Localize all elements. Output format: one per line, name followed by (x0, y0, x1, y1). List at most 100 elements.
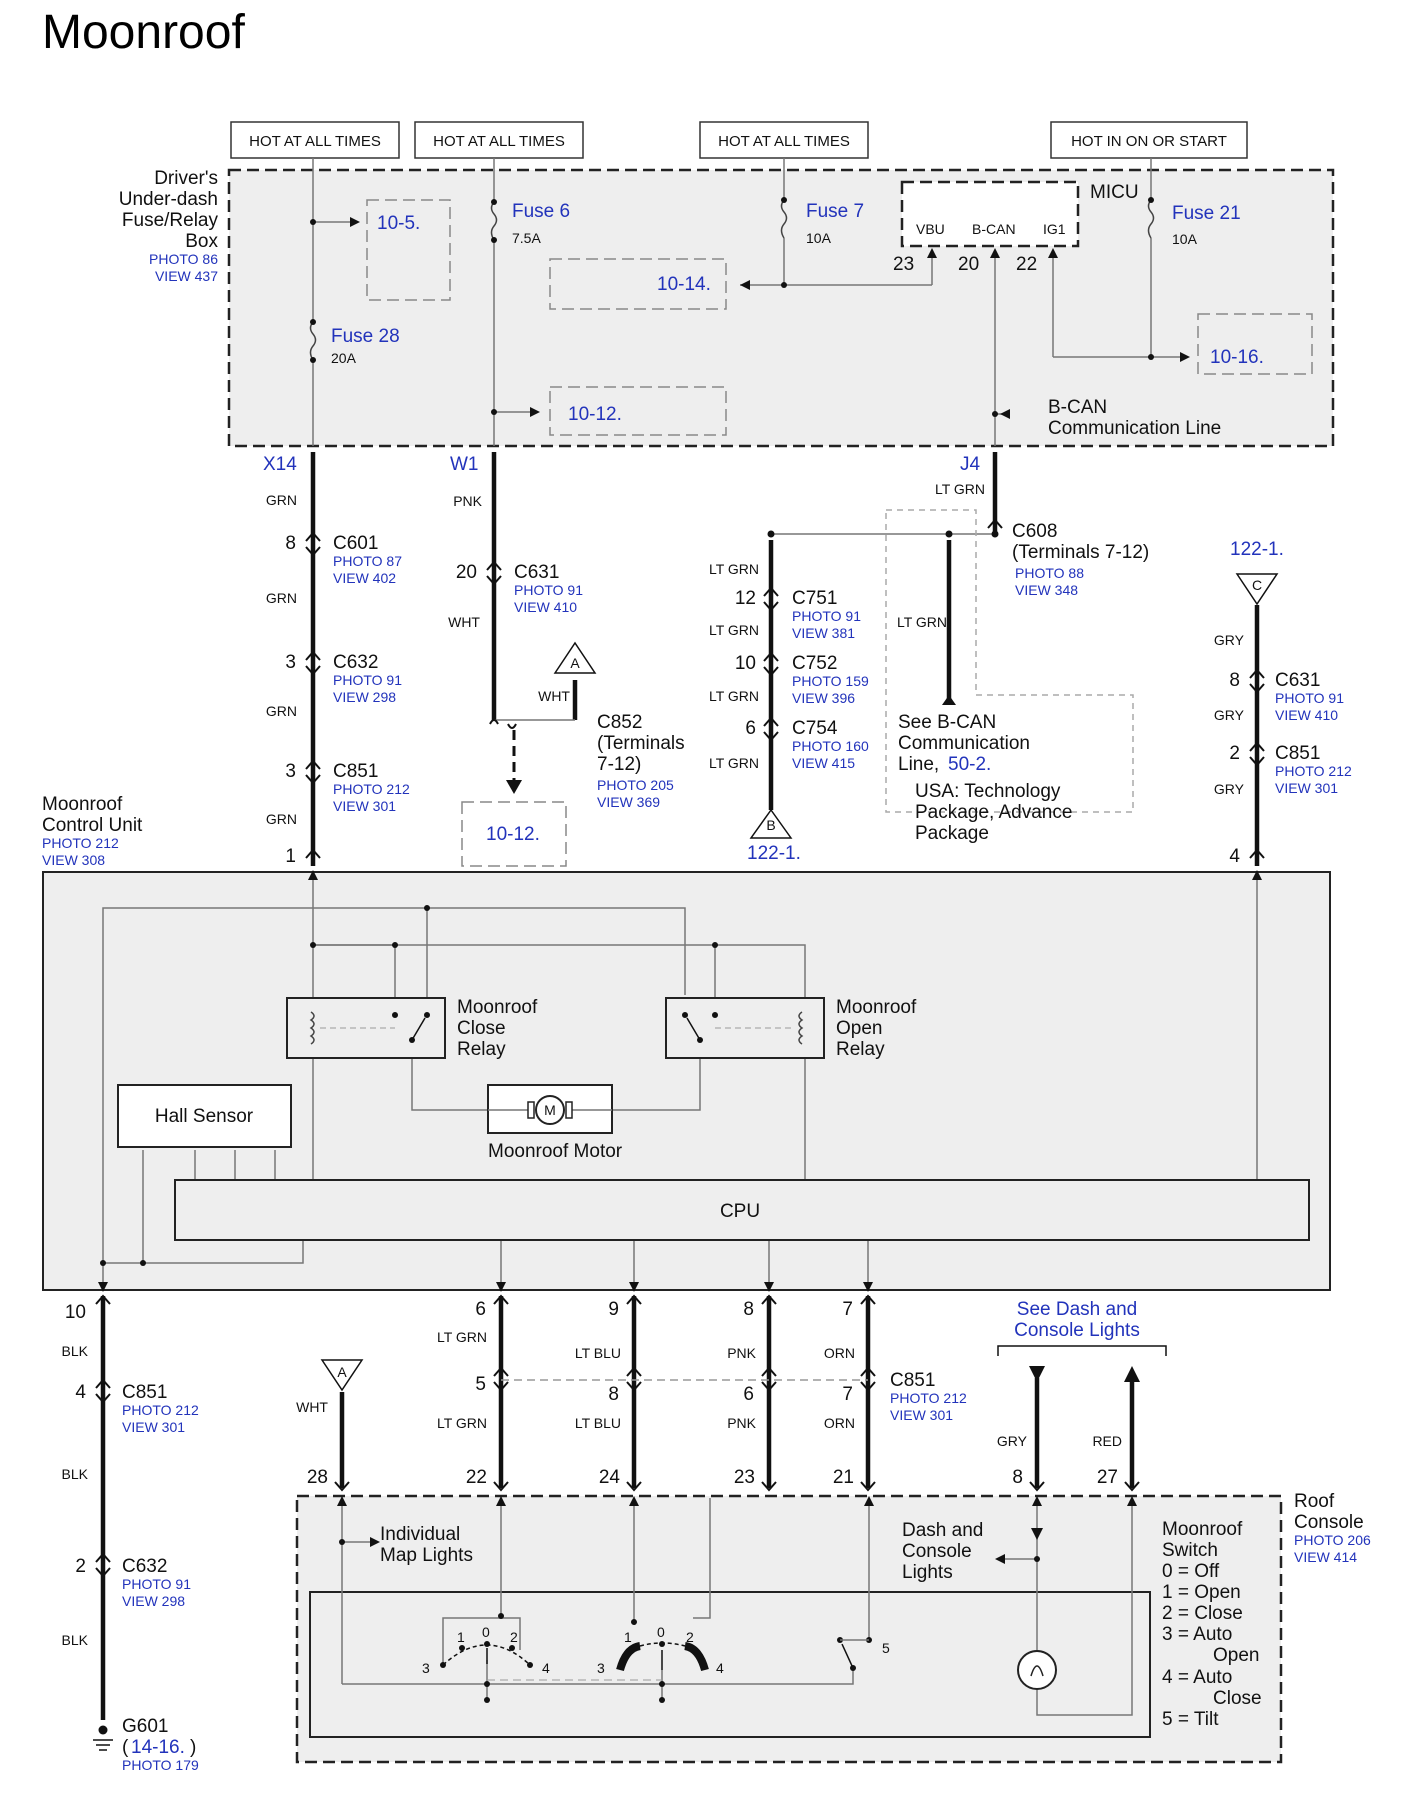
wire-orn-2: ORN (824, 1415, 855, 1431)
bcan-note-l3: Line, (898, 754, 939, 775)
g601-close: ) (190, 1737, 196, 1758)
micu-bcan: B-CAN (972, 221, 1016, 237)
hot-label-2: HOT AT ALL TIMES (433, 133, 565, 150)
terminal-x14: X14 (263, 454, 297, 475)
switch-pos-3b: Open (1213, 1645, 1259, 1666)
ref-122-1-b: 122-1. (747, 843, 801, 864)
roof-console-photo: PHOTO 206 (1294, 1532, 1371, 1548)
wire-ltblu-2: LT BLU (575, 1415, 621, 1431)
sw2-pos-0: 0 (657, 1624, 665, 1640)
c601-photo: PHOTO 87 (333, 553, 402, 569)
wire-wht-1: WHT (448, 614, 480, 630)
hot-label-3: HOT AT ALL TIMES (718, 133, 850, 150)
c751-view: VIEW 381 (792, 625, 855, 641)
ref-14-16: 14-16. (131, 1737, 185, 1758)
wire-ltgrn-a: LT GRN (709, 561, 759, 577)
dash-console-arrows: See Dash and Console Lights (997, 1299, 1167, 1382)
fusebox-arrows (310, 197, 1190, 419)
roof-console: Roof Console PHOTO 206 VIEW 414 Individu… (295, 1491, 1371, 1764)
c851d-name: C851 (890, 1370, 935, 1391)
bcan-line-label-1: B-CAN (1048, 397, 1107, 418)
c608-l2: (Terminals 7-12) (1012, 542, 1149, 563)
pin-8: 8 (743, 1299, 754, 1320)
g601-photo: PHOTO 179 (122, 1757, 199, 1773)
micu-vbu: VBU (916, 221, 945, 237)
c851a-photo: PHOTO 212 (333, 781, 410, 797)
sw3-pos-5: 5 (882, 1640, 890, 1656)
c851b-name: C851 (1275, 743, 1320, 764)
wire-ltgrn-bcan: LT GRN (897, 614, 947, 630)
map-lights-l1: Individual (380, 1524, 460, 1545)
cu-edge-arrows (98, 870, 1262, 1292)
triangle-a-top: A (570, 655, 580, 671)
c754-photo: PHOTO 160 (792, 738, 869, 754)
moonroof-control-unit: Moonroof Control Unit PHOTO 212 VIEW 308… (42, 794, 1331, 1291)
cu-photo: PHOTO 212 (42, 835, 119, 851)
bcan-usa-2: Package, Advance (915, 802, 1072, 823)
fuse-28-amp: 20A (331, 350, 357, 366)
c751-name: C751 (792, 588, 837, 609)
map-lights-l2: Map Lights (380, 1545, 473, 1566)
connector-labels-upper: 8 C601 PHOTO 87 VIEW 402 3 C632 PHOTO 91… (285, 521, 1352, 814)
wire-ltgrn-d: LT GRN (709, 755, 759, 771)
fusebox-view: VIEW 437 (155, 268, 218, 284)
c631b-photo: PHOTO 91 (1275, 690, 1344, 706)
fuse-relay-box: Driver's Under-dash Fuse/Relay Box PHOTO… (119, 168, 1335, 448)
c631b-name: C631 (1275, 670, 1320, 691)
wire-ltgrn-b2: LT GRN (437, 1415, 487, 1431)
roof-console-l1: Roof (1294, 1491, 1335, 1512)
pin-24: 24 (599, 1467, 621, 1488)
fusebox-name-2: Under-dash (119, 189, 218, 210)
fuse-symbols (309, 199, 1155, 361)
wire-ltblu-1: LT BLU (575, 1345, 621, 1361)
c752-photo: PHOTO 159 (792, 673, 869, 689)
sw1-pos-1: 1 (457, 1629, 465, 1645)
roof-console-view: VIEW 414 (1294, 1549, 1357, 1565)
thin-wires-upper (494, 533, 995, 721)
c632a-photo: PHOTO 91 (333, 672, 402, 688)
see-dash-l2: Console Lights (1014, 1320, 1140, 1341)
bcan-note-l1: See B-CAN (898, 712, 996, 733)
c851c-photo: PHOTO 212 (122, 1402, 199, 1418)
pin-10: 10 (65, 1302, 86, 1323)
sw1-pos-4: 4 (542, 1660, 550, 1676)
c851b-view: VIEW 301 (1275, 780, 1338, 796)
sw2-pos-4: 4 (716, 1660, 724, 1676)
switch-pos-4a: 4 = Auto (1162, 1667, 1232, 1688)
wire-gry-b: GRY (997, 1433, 1028, 1449)
supply-labels: HOT AT ALL TIMES HOT AT ALL TIMES HOT AT… (230, 121, 1248, 159)
c852-l2: (Terminals (597, 733, 685, 754)
terminal-w1: W1 (450, 454, 479, 475)
wire-pnk: PNK (453, 493, 482, 509)
fuse-6-amp: 7.5A (512, 230, 541, 246)
cu-pin-1: 1 (285, 846, 296, 867)
triangle-a-bottom-group: A (320, 1359, 364, 1392)
bcan-usa-1: USA: Technology (915, 781, 1061, 802)
pin-7: 7 (842, 1299, 853, 1320)
pin-7b: 7 (842, 1384, 853, 1405)
fusebox-name-3: Fuse/Relay (122, 210, 219, 231)
open-relay-l1: Moonroof (836, 997, 917, 1018)
wire-gry-1: GRY (1214, 632, 1245, 648)
triangle-a-bottom: A (337, 1364, 347, 1380)
moonroof-motor-label: Moonroof Motor (488, 1141, 623, 1162)
connector-chevrons (305, 518, 1265, 859)
ref-50-2: 50-2. (948, 754, 991, 775)
bcan-usa-3: Package (915, 823, 989, 844)
c852-l3: 7-12) (597, 754, 641, 775)
wire-orn-1: ORN (824, 1345, 855, 1361)
micu-pin-vbu: 23 (893, 254, 914, 275)
wire-wht-2: WHT (538, 688, 570, 704)
pin-6: 6 (475, 1299, 486, 1320)
wire-ltgrn-j4: LT GRN (935, 481, 985, 497)
c751-photo: PHOTO 91 (792, 608, 861, 624)
ref-10-12-bottom: 10-12. (486, 824, 540, 845)
wire-pnk-b2: PNK (727, 1415, 756, 1431)
c632b-name: C632 (122, 1556, 167, 1577)
wire-blk-1: BLK (62, 1343, 89, 1359)
c632b-photo: PHOTO 91 (122, 1576, 191, 1592)
ref-10-12-top: 10-12. (568, 404, 622, 425)
wire-labels-lower: BLK BLK BLK LT GRN LT GRN LT BLU LT BLU … (62, 1329, 1122, 1648)
hot-label-4: HOT IN ON OR START (1071, 133, 1227, 150)
